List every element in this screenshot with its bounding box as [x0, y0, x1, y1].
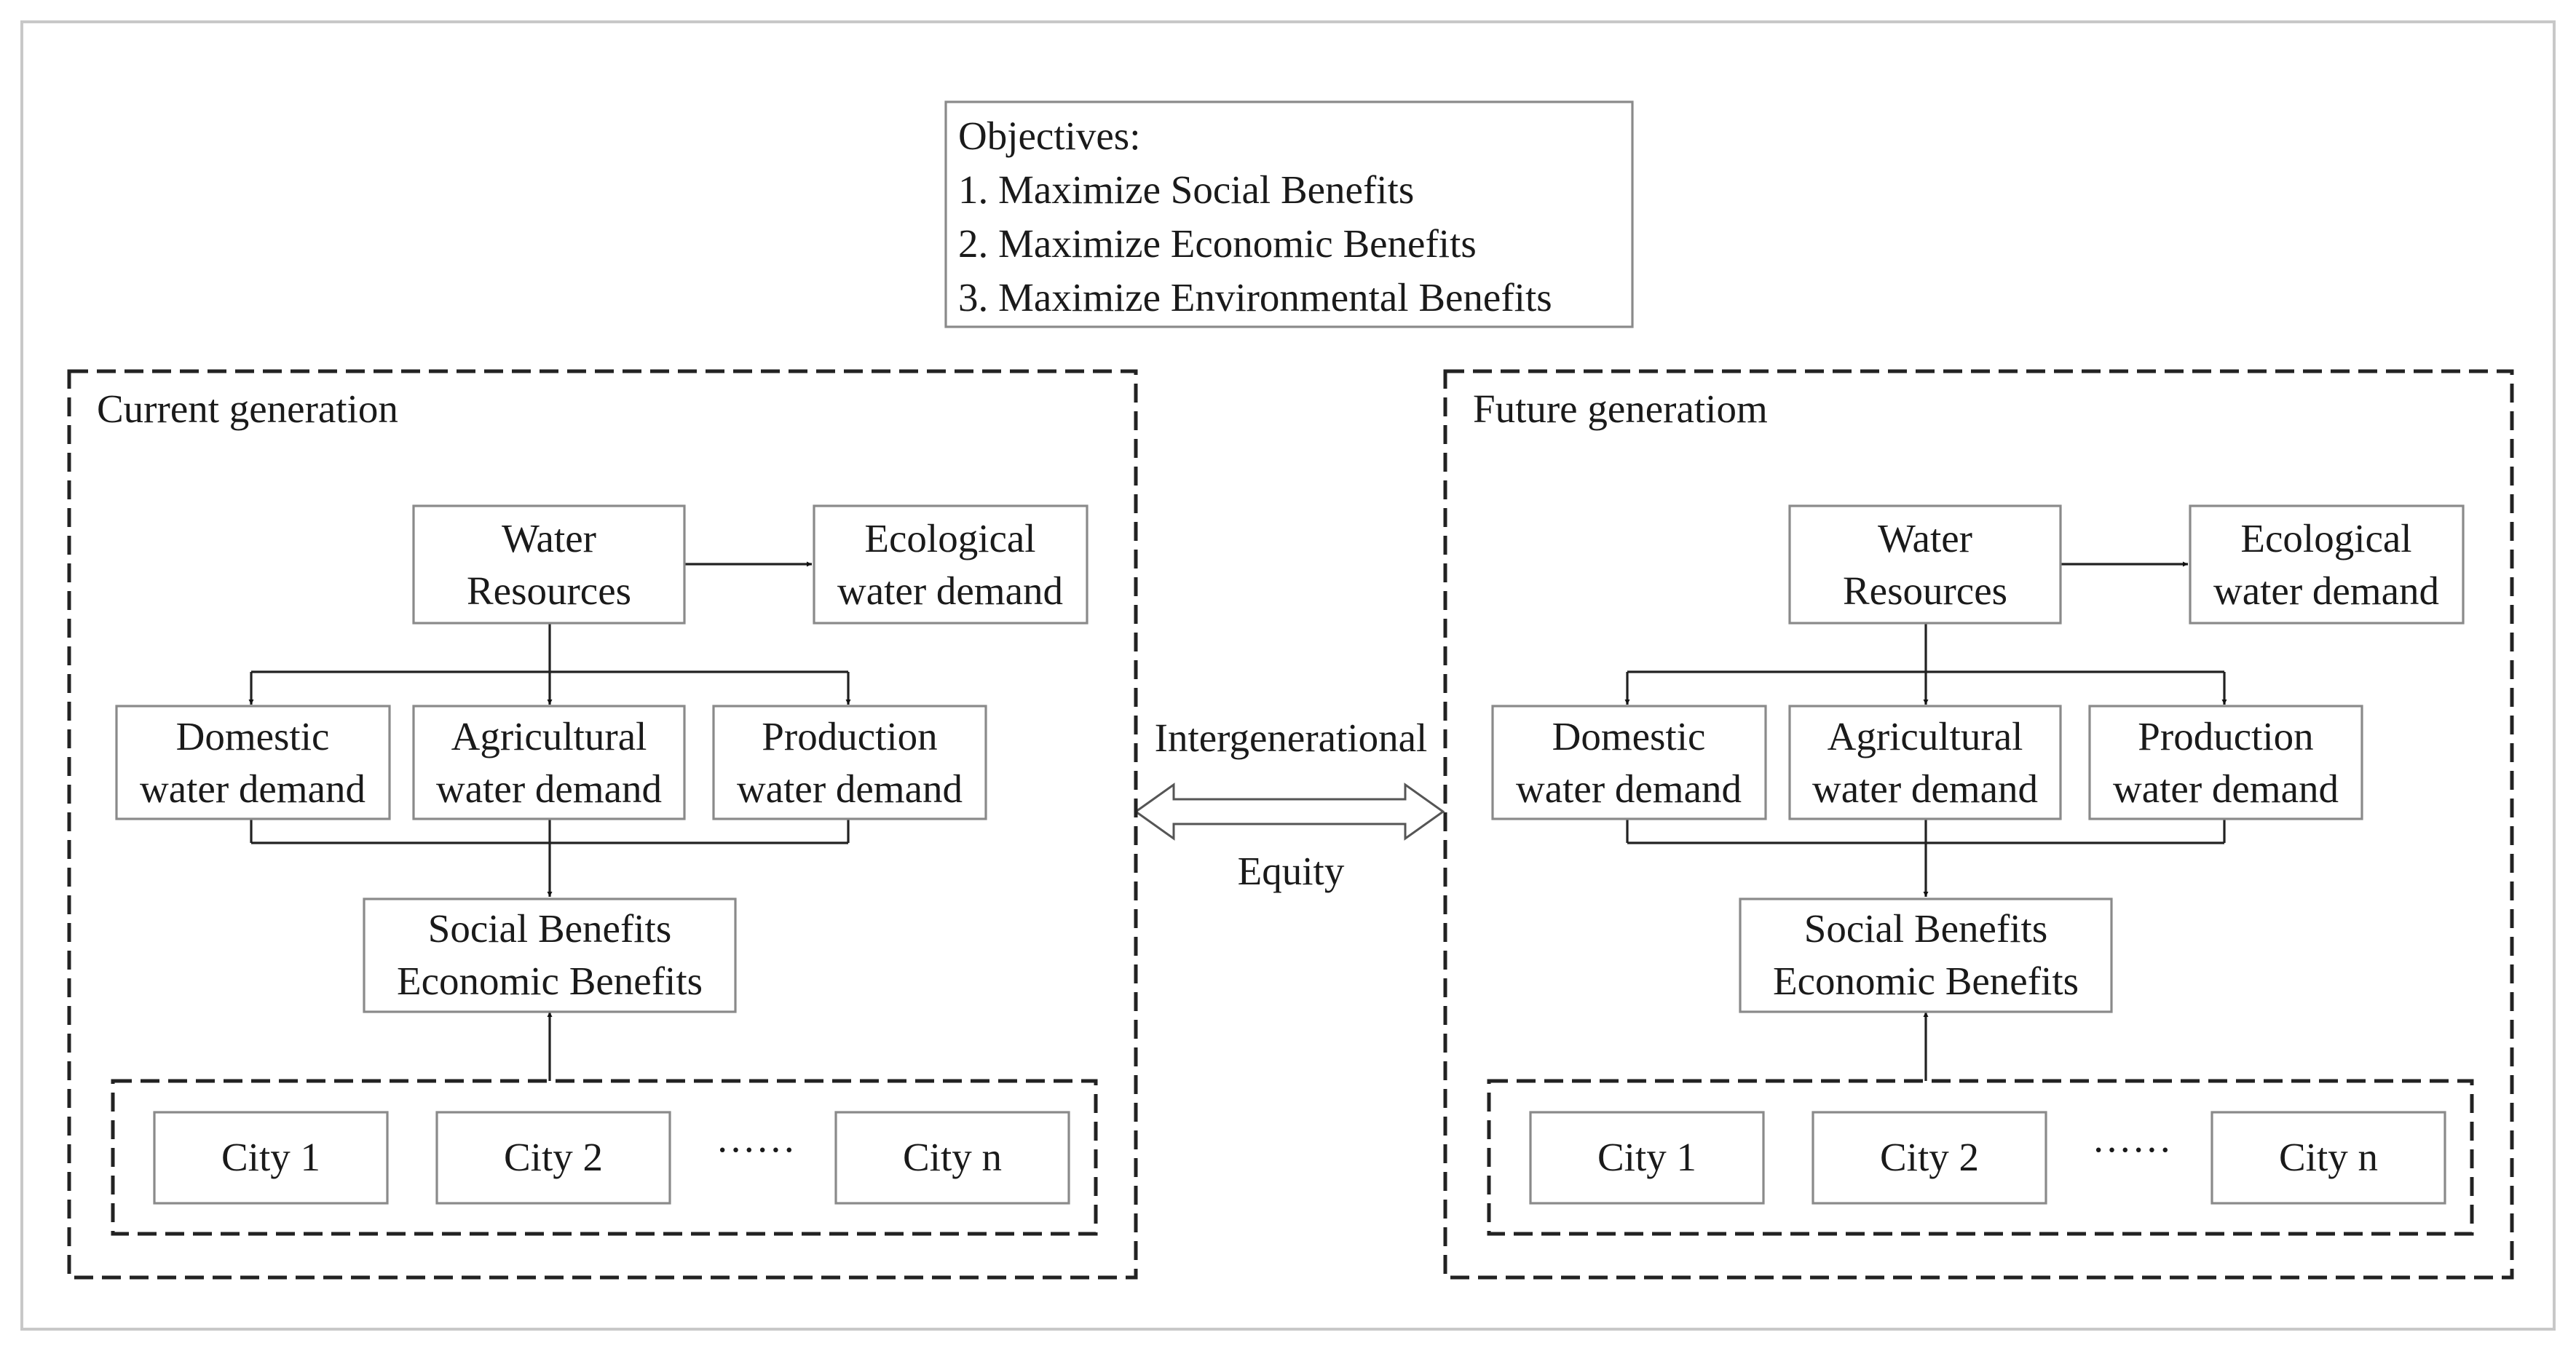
ecological-line-1: Ecological — [2240, 516, 2411, 560]
agricultural-line-2: water demand — [1812, 766, 2038, 811]
city-n-box: City n — [834, 1111, 1070, 1205]
production-line-1: Production — [2138, 714, 2313, 758]
panel-connectors — [248, 561, 851, 1081]
production-demand-box: Production water demand — [712, 705, 987, 820]
objective-item-1: 1. Maximize Social Benefits — [958, 167, 1414, 212]
production-demand-box: Production water demand — [2088, 705, 2363, 820]
water-resources-line-1: Water — [1878, 516, 1972, 560]
benefits-line-1: Social Benefits — [428, 906, 672, 951]
city-2-box: City 2 — [1812, 1111, 2047, 1205]
equity-bottom-label: Equity — [1238, 849, 1345, 893]
benefits-line-2: Economic Benefits — [397, 959, 703, 1003]
production-line-2: water demand — [737, 766, 963, 811]
ecological-demand-box: Ecological water demand — [813, 504, 1089, 625]
cities-frame — [111, 1079, 1098, 1236]
intergenerational-equity: Intergenerational Equity — [1134, 716, 1445, 893]
water-resources-box: Water Resources — [1788, 504, 2062, 625]
city-2-label: City 2 — [504, 1135, 603, 1179]
ecological-line-1: Ecological — [864, 516, 1035, 560]
city-n-label: City n — [2279, 1135, 2378, 1179]
panel-frame — [1443, 369, 2514, 1280]
ecological-line-2: water demand — [837, 568, 1063, 613]
cities-frame — [1487, 1079, 2474, 1236]
domestic-demand-box: Domestic water demand — [1491, 705, 1767, 820]
panel-title: Future generatiom — [1473, 387, 1768, 431]
city-1-label: City 1 — [221, 1135, 320, 1179]
domestic-demand-box: Domestic water demand — [115, 705, 391, 820]
benefits-box: Social Benefits Economic Benefits — [1739, 898, 2113, 1013]
water-resources-line-2: Resources — [1843, 568, 2007, 613]
equity-top-label: Intergenerational — [1155, 716, 1428, 760]
benefits-line-1: Social Benefits — [1804, 906, 2048, 951]
city-n-box: City n — [2210, 1111, 2446, 1205]
cities-group: City 1 City 2 ······ City n — [1487, 1079, 2474, 1236]
domestic-line-2: water demand — [1516, 766, 1742, 811]
domestic-line-1: Domestic — [1552, 714, 1706, 758]
objectives-heading: Objectives: — [958, 114, 1140, 158]
agricultural-line-2: water demand — [436, 766, 662, 811]
city-1-label: City 1 — [1597, 1135, 1696, 1179]
agricultural-demand-box: Agricultural water demand — [1788, 705, 2062, 820]
benefits-line-2: Economic Benefits — [1773, 959, 2079, 1003]
city-n-label: City n — [903, 1135, 1002, 1179]
city-1-box: City 1 — [153, 1111, 389, 1205]
city-ellipsis: ······ — [2092, 1128, 2172, 1172]
ecological-demand-box: Ecological water demand — [2189, 504, 2465, 625]
cities-group: City 1 City 2 ······ City n — [111, 1079, 1098, 1236]
water-resources-box: Water Resources — [412, 504, 686, 625]
panel-connectors — [1624, 561, 2227, 1081]
water-resources-line-1: Water — [502, 516, 596, 560]
city-ellipsis: ······ — [716, 1128, 796, 1172]
panel-frame — [67, 369, 1138, 1280]
agricultural-demand-box: Agricultural water demand — [412, 705, 686, 820]
water-resources-line-2: Resources — [467, 568, 631, 613]
production-line-2: water demand — [2113, 766, 2339, 811]
double-arrow-icon — [1134, 783, 1445, 841]
city-2-box: City 2 — [435, 1111, 671, 1205]
domestic-line-1: Domestic — [176, 714, 330, 758]
city-1-box: City 1 — [1529, 1111, 1765, 1205]
objective-item-3: 3. Maximize Environmental Benefits — [958, 275, 1552, 320]
ecological-line-2: water demand — [2213, 568, 2439, 613]
objective-item-2: 2. Maximize Economic Benefits — [958, 221, 1477, 266]
agricultural-line-1: Agricultural — [451, 714, 647, 758]
benefits-box: Social Benefits Economic Benefits — [363, 898, 737, 1013]
domestic-line-2: water demand — [140, 766, 366, 811]
objectives-box: Objectives: 1. Maximize Social Benefits … — [944, 100, 1634, 328]
panel-title: Current generation — [97, 387, 398, 431]
panel-future-generation: Future generatiom Water Resources Ecolog… — [1443, 369, 2514, 1280]
agricultural-line-1: Agricultural — [1828, 714, 2023, 758]
production-line-1: Production — [762, 714, 937, 758]
panel-current-generation: Current generation Water Resources Ecolo… — [67, 369, 1138, 1280]
city-2-label: City 2 — [1880, 1135, 1979, 1179]
